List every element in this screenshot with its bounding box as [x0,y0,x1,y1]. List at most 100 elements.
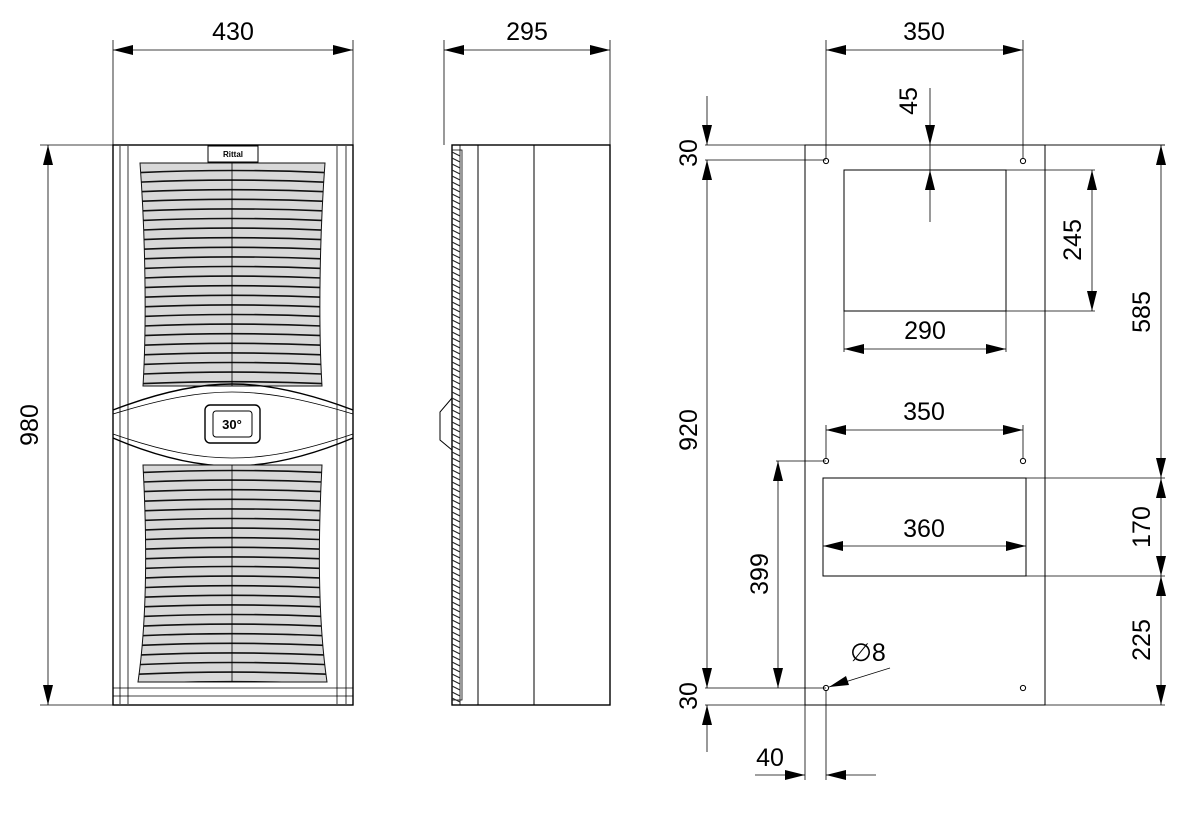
hatch-line [451,403,461,409]
front-housing-outline [112,144,354,706]
upper-vent-grille [139,162,326,387]
hatch-line [451,643,461,649]
hatch-line [451,283,461,289]
top-hole-spacing-label: 350 [903,18,945,46]
hatch-line [451,685,461,691]
temperature-display [212,410,253,438]
cutout-view [705,40,1165,780]
dimension-arrowhead [1087,170,1097,190]
hatch-line [451,493,461,499]
hatch-line [451,265,461,271]
dimension-arrowhead [1003,425,1023,435]
mounting-hole [822,157,830,165]
hatch-line [451,235,461,241]
bottom-cutout-height-label: 170 [1128,506,1156,548]
hatch-line [451,205,461,211]
hatch-line [451,355,461,361]
hatch-line [451,637,461,643]
dimension-lines [47,49,1162,776]
hatch-line [451,583,461,589]
hatch-line [451,349,461,355]
hatch-line [451,211,461,217]
bottom-cutout-width-label: 360 [903,515,945,543]
hatch-line [451,451,461,457]
brand-logo [207,145,259,163]
hatch-line [451,445,461,451]
bottom-hole-height-label: 399 [746,553,774,595]
hatch-line [451,469,461,475]
lower-vent-grille [137,464,328,683]
dimension-arrowhead [1087,291,1097,311]
hatch-line [451,313,461,319]
dimension-arrowhead [829,676,849,687]
upper-cutout [843,169,1007,312]
hatch-line [451,505,461,511]
side-housing-outline [451,144,611,706]
display-reading: 30° [222,417,242,432]
hatch-line [451,607,461,613]
top-cutout-width-label: 290 [904,317,946,345]
mounting-hole [1019,157,1027,165]
dimension-arrowhead [823,541,843,551]
dimension-arrowhead [333,45,353,55]
dimension-labels: 430 980 295 350 45 245 290 585 920 350 1… [16,18,1156,772]
controller-housing [204,404,261,444]
hatch-line [451,625,461,631]
side-controller-bulge [439,397,453,451]
hatch-line [451,481,461,487]
dimension-arrowhead [1156,458,1166,478]
hatch-line [451,577,461,583]
left-total-label: 920 [675,409,703,451]
hatch-line [451,271,461,277]
hatch-line [451,439,461,445]
right-total-label: 585 [1128,291,1156,333]
hatch-line [451,193,461,199]
hatch-line [451,175,461,181]
hatch-line [451,157,461,163]
hatch-line [451,361,461,367]
hatch-line [451,229,461,235]
dimension-arrowhead [773,668,783,688]
hatch-line [451,163,461,169]
dimension-arrowheads [43,45,1166,780]
dimension-arrowhead [43,145,53,165]
hatch-line [451,427,461,433]
dimension-arrowhead [1156,556,1166,576]
dimension-arrowhead [925,125,935,145]
control-band: 30° [112,383,354,467]
dimension-arrowhead [785,770,805,780]
hatch-line [451,169,461,175]
hatch-line [451,241,461,247]
side-margin-label: 40 [756,744,784,772]
hatch-line [451,379,461,385]
dimension-arrowhead [925,170,935,190]
hatch-line [451,667,461,673]
top-margin-label: 30 [675,139,703,167]
dimension-arrowhead [702,125,712,145]
dimension-arrowhead [702,668,712,688]
dimension-arrowhead [773,461,783,481]
middle-hole-spacing-label: 350 [903,398,945,426]
hatch-line [451,679,461,685]
hatch-line [451,655,461,661]
hatch-line [451,415,461,421]
dimension-arrowhead [1156,478,1166,498]
side-grille-hatch [451,151,461,703]
hatch-line [451,217,461,223]
dimension-arrowhead [43,685,53,705]
hatch-line [451,373,461,379]
hatch-line [451,319,461,325]
hatch-line [451,151,461,157]
mounting-hole [1019,684,1027,692]
dimension-arrowhead [702,705,712,725]
hatch-line [451,559,461,565]
hatch-line [451,499,461,505]
hatch-line [451,181,461,187]
hatch-line [451,409,461,415]
hatch-line [451,601,461,607]
hatch-line [451,367,461,373]
hatch-line [451,565,461,571]
front-height-label: 980 [16,404,44,446]
hatch-line [451,571,461,577]
dimension-arrowhead [1006,541,1026,551]
